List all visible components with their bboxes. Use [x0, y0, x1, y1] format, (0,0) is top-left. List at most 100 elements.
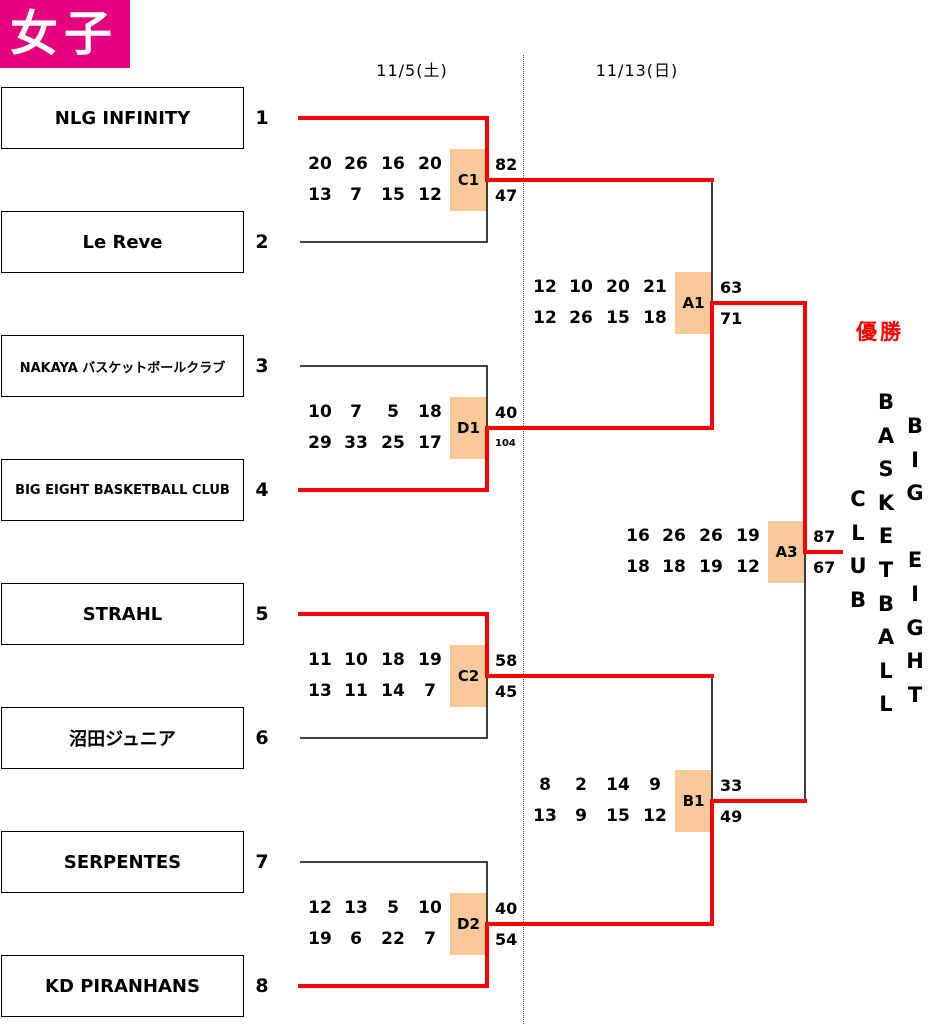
bracket-line-d1-bottom: [298, 426, 489, 492]
quarter-score: 9: [575, 806, 587, 826]
quarter-score: 12: [643, 806, 667, 826]
bracket-line-d1-top: [300, 365, 488, 428]
quarter-score: 12: [308, 898, 332, 918]
bracket-line-d2-bottom: [298, 922, 489, 988]
match-b1: 8 2 14 9 13 9 15 12 B1 33 49: [533, 770, 742, 832]
team-seed: 5: [255, 603, 269, 625]
team-name: KD PIRANHANS: [45, 975, 200, 997]
quarter-score: 13: [308, 681, 332, 701]
team-box: NLG INFINITY: [1, 87, 244, 149]
bracket-line-d2-top: [300, 861, 488, 924]
team-box: Le Reve: [1, 211, 244, 273]
team-name: BIG EIGHT BASKETBALL CLUB: [15, 482, 230, 498]
quarter-score: 21: [643, 277, 667, 297]
date-divider: [523, 55, 524, 1024]
quarter-score: 18: [381, 650, 405, 670]
quarter-score: 16: [626, 526, 650, 546]
quarter-score: 26: [344, 154, 368, 174]
champion-letter: B: [906, 414, 923, 438]
champion-letter: U: [849, 554, 867, 579]
team-name: Le Reve: [82, 231, 163, 253]
champion-label: 優勝: [856, 320, 904, 344]
quarter-score: 16: [381, 154, 405, 174]
date-label-round1: 11/5(土): [376, 61, 448, 80]
team-box: KD PIRANHANS: [1, 955, 244, 1017]
champion-letter: B: [877, 591, 894, 616]
score-top: 40: [495, 899, 518, 918]
quarter-score: 19: [418, 650, 442, 670]
quarter-score: 12: [533, 277, 557, 297]
champion-letter: T: [878, 557, 894, 582]
quarter-score: 10: [418, 898, 442, 918]
team-seed: 1: [255, 107, 269, 129]
team-seed: 2: [255, 231, 269, 253]
team-name: NAKAYA バスケットボールクラブ: [19, 360, 226, 376]
team-seed: 8: [255, 975, 269, 997]
champion-letter: E: [907, 548, 923, 573]
match-code: B1: [675, 770, 712, 832]
team-seed: 4: [255, 479, 269, 501]
match-code: C2: [450, 645, 487, 707]
score-top: 63: [720, 278, 743, 297]
quarter-score: 18: [643, 308, 667, 328]
quarter-score: 25: [381, 433, 405, 453]
team-seed: 6: [255, 727, 269, 749]
score-top: 40: [495, 403, 518, 422]
score-top: 82: [495, 155, 518, 174]
quarter-score: 7: [350, 185, 362, 205]
match-d2: 12 13 5 10 19 6 22 7 D2 40 54: [308, 893, 517, 955]
quarter-score: 10: [344, 650, 368, 670]
match-c1: 20 26 16 20 13 7 15 12 C1 82 47: [308, 149, 517, 211]
match-code: A3: [768, 521, 805, 583]
quarter-score: 7: [424, 929, 436, 949]
team-box: 沼田ジュニア: [1, 707, 244, 769]
quarter-score: 5: [387, 402, 399, 422]
section-title: 女子: [0, 0, 130, 68]
champion-letter: L: [879, 658, 893, 683]
team-box: STRAHL: [1, 583, 244, 645]
match-a3: 16 26 26 19 18 18 19 12 A3 87 67: [626, 521, 835, 583]
quarter-score: 12: [533, 308, 557, 328]
team-name: STRAHL: [82, 603, 163, 625]
champion-letter: I: [911, 447, 919, 472]
quarter-score: 14: [606, 775, 630, 795]
quarter-score: 15: [606, 806, 630, 826]
team-name: NLG INFINITY: [54, 107, 191, 129]
champion-letter: S: [878, 457, 894, 482]
champion-letter: H: [906, 649, 924, 674]
quarter-score: 20: [308, 154, 332, 174]
quarter-score: 15: [381, 185, 405, 205]
quarter-score: 2: [575, 775, 587, 795]
score-bottom: 104: [495, 438, 516, 449]
quarter-score: 15: [606, 308, 630, 328]
quarter-score: 19: [736, 526, 760, 546]
quarter-score: 7: [350, 402, 362, 422]
quarter-score: 26: [699, 526, 723, 546]
quarter-score: 9: [649, 775, 661, 795]
score-bottom: 49: [720, 807, 743, 826]
quarter-score: 6: [350, 929, 362, 949]
team-name: 沼田ジュニア: [69, 729, 176, 750]
score-top: 58: [495, 651, 518, 670]
quarter-score: 13: [533, 806, 557, 826]
champion-letter: B: [877, 390, 894, 414]
quarter-score: 17: [418, 433, 442, 453]
quarter-score: 5: [387, 898, 399, 918]
bracket-line-c1-bottom: [300, 180, 488, 243]
quarter-score: 14: [381, 681, 405, 701]
quarter-score: 13: [308, 185, 332, 205]
team-box: BIG EIGHT BASKETBALL CLUB: [1, 459, 244, 521]
score-top: 33: [720, 776, 743, 795]
quarter-score: 13: [344, 898, 368, 918]
match-code: D2: [450, 893, 487, 955]
quarter-score: 11: [344, 681, 368, 701]
champion-letter: A: [877, 423, 895, 448]
quarter-score: 10: [569, 277, 593, 297]
quarter-score: 26: [662, 526, 686, 546]
champion-letter: L: [879, 692, 893, 717]
